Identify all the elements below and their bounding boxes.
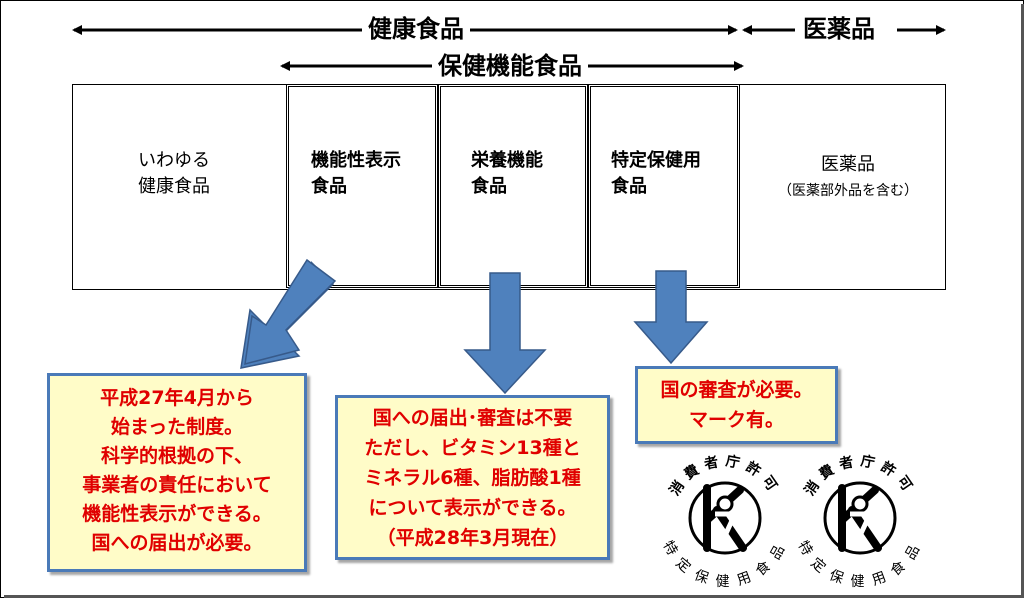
foshu-seal-icon-2: 消費者庁許可 特定保健用食品 <box>790 448 930 590</box>
ffc-note: 平成27年4月から 始まった制度。 科学的根拠の下、 事業者の責任において 機能… <box>47 373 307 572</box>
svg-text:消費者庁許可: 消費者庁許可 <box>666 452 783 499</box>
pharma-header: 医薬品 <box>797 14 881 44</box>
pharma-label: 医薬品 （医薬部外品を含む） <box>778 154 918 199</box>
fnfc-note: 国への届出･審査は不要 ただし、ビタミン13種と ミネラル6種、脂肪酸1種 につ… <box>335 395 610 560</box>
general-health-food-label: いわゆる 健康食品 <box>138 150 210 197</box>
foshu-label: 特定保健用 食品 <box>611 150 701 197</box>
fnfc-pointer-arrow <box>463 272 547 395</box>
svg-text:特定保健用食品: 特定保健用食品 <box>794 538 925 590</box>
svg-text:消費者庁許可: 消費者庁許可 <box>801 452 918 499</box>
ffc-label: 機能性表示 食品 <box>311 150 401 197</box>
fnfc-box <box>438 84 588 288</box>
foshu-seal-icon: 消費者庁許可 特定保健用食品 <box>655 448 795 590</box>
frame-shadow-bottom <box>4 595 1024 598</box>
frame-shadow-right <box>1021 4 1024 598</box>
svg-text:特定保健用食品: 特定保健用食品 <box>659 538 790 590</box>
ffc-box <box>286 84 438 288</box>
foshu-pointer-arrow <box>633 270 709 365</box>
foshu-note: 国の審査が必要。 マーク有。 <box>635 366 838 444</box>
health-food-header: 健康食品 <box>362 14 470 44</box>
foshu-box <box>588 84 740 288</box>
fhc-header: 保健機能食品 <box>432 51 588 81</box>
fnfc-label: 栄養機能 食品 <box>471 150 543 197</box>
ffc-pointer-arrow-body <box>244 258 337 366</box>
